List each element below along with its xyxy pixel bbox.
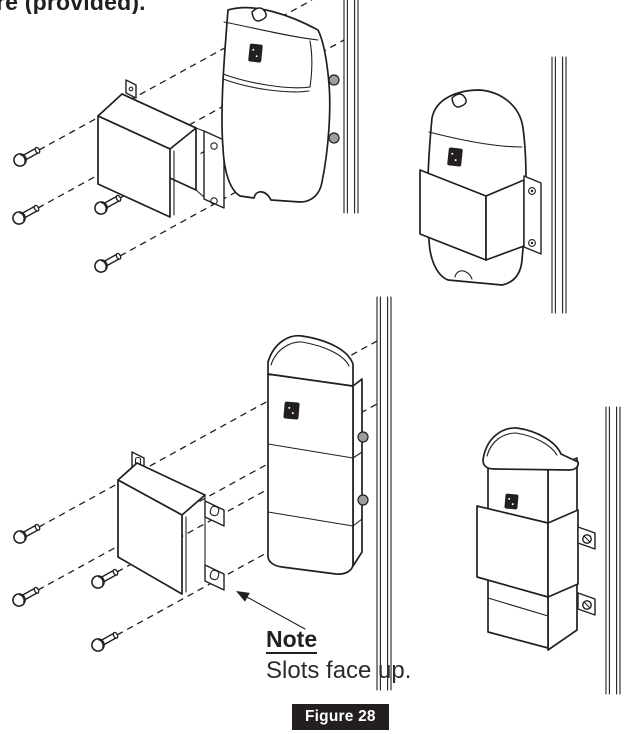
screw xyxy=(88,565,121,592)
top-text-fragment: re (provided). xyxy=(0,0,256,14)
panel-assembled-bottom-right xyxy=(476,406,621,695)
screw xyxy=(9,201,42,228)
post-pin xyxy=(357,494,369,506)
post-pin xyxy=(328,132,340,144)
note-title: Note xyxy=(266,627,318,655)
bracket-slot-ear xyxy=(577,592,596,616)
top-text-fragment-text: re (provided). xyxy=(0,0,146,14)
slotted-mounting-bracket xyxy=(117,451,225,595)
panel-exploded-bottom-left xyxy=(9,296,392,691)
screw xyxy=(91,191,124,218)
figure-label: Figure 28 xyxy=(292,704,389,730)
note-body: Slots face up. xyxy=(266,657,412,685)
screw xyxy=(91,249,124,276)
screw xyxy=(88,628,121,655)
mounting-post xyxy=(551,56,567,314)
sensor-window xyxy=(248,43,263,63)
panel-assembled-top-right xyxy=(419,56,567,314)
bottom-notch xyxy=(253,191,272,201)
note-arrow xyxy=(236,591,306,630)
note: Note Slots face up. xyxy=(266,627,411,685)
bracket-band xyxy=(476,505,596,616)
post-pin xyxy=(357,431,369,443)
photocell-device xyxy=(267,334,363,575)
sensor-window xyxy=(447,147,463,167)
screw xyxy=(9,583,42,610)
screw xyxy=(10,520,43,547)
post-pin xyxy=(328,74,340,86)
mounting-bracket xyxy=(97,79,225,218)
mounting-post xyxy=(605,406,621,695)
sensor-window xyxy=(283,401,300,420)
panel-exploded-top-left xyxy=(9,0,359,276)
mounting-post xyxy=(343,0,359,214)
sensor-window xyxy=(504,493,519,510)
bracket-slot-ear xyxy=(204,500,225,527)
screw xyxy=(10,143,43,170)
mounting-post xyxy=(376,296,392,691)
photocell-device xyxy=(221,6,331,203)
bracket-band xyxy=(419,169,542,261)
bracket-slot-ear xyxy=(204,564,225,591)
bottom-notch xyxy=(454,270,473,280)
bracket-slot-ear xyxy=(577,526,596,550)
